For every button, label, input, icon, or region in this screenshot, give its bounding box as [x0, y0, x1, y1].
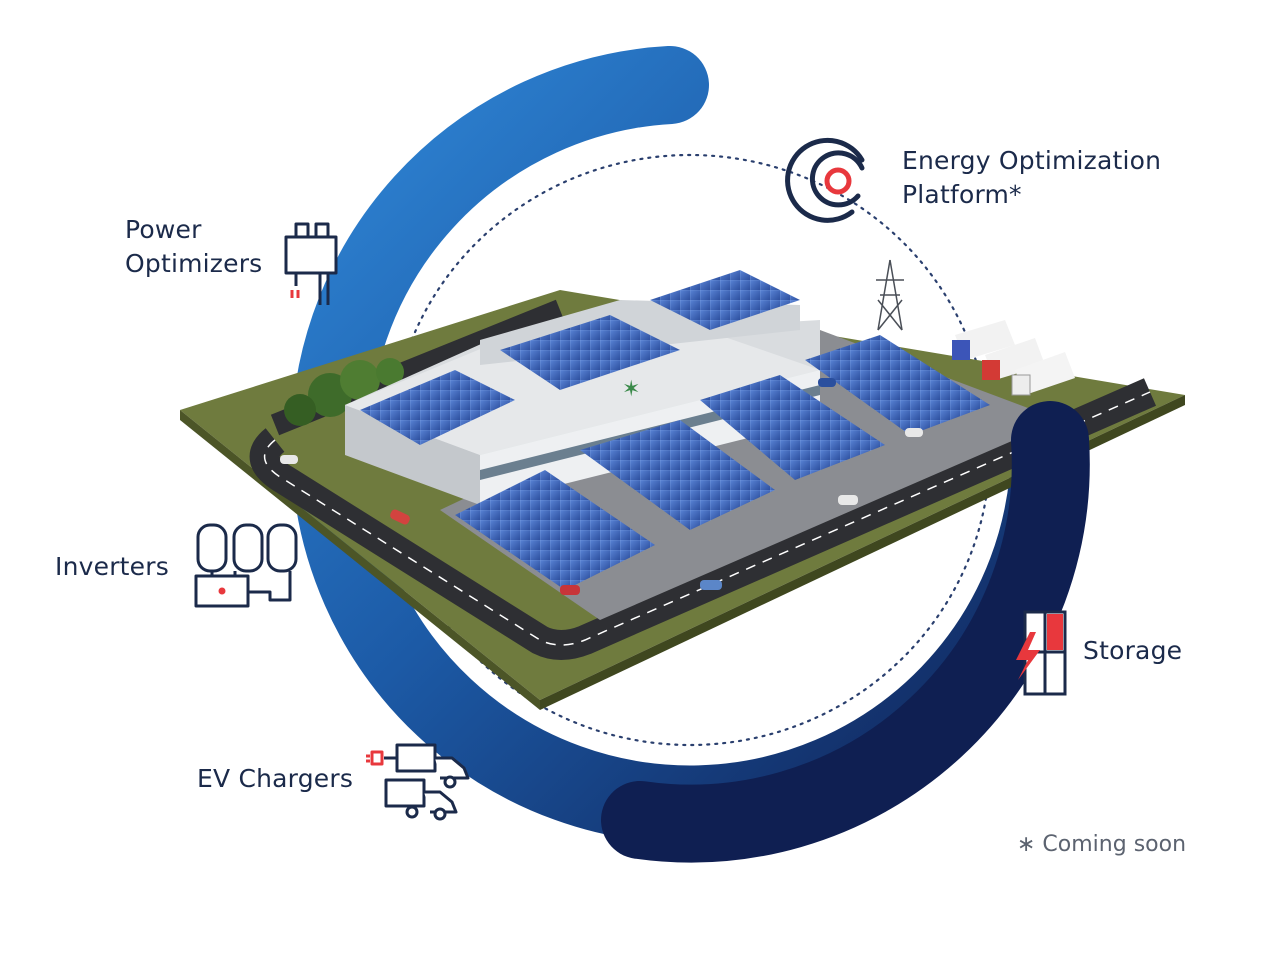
energy-platform-label: Energy Optimization Platform*: [902, 144, 1161, 212]
target-icon: [785, 137, 865, 223]
carport-1: [455, 470, 655, 590]
carport-2: [580, 420, 775, 530]
power-pylon: [876, 259, 904, 331]
carport-3: [700, 375, 885, 480]
storage-arc-segment: [601, 401, 1090, 863]
ev-chargers-label: EV Chargers: [197, 762, 353, 796]
road: [249, 378, 1157, 660]
trees: [284, 358, 404, 426]
coming-soon-footnote: ∗ Coming soon: [1017, 832, 1187, 857]
trucks: [952, 320, 1075, 396]
storage-label-text: Storage: [1083, 636, 1183, 665]
svg-text:✶: ✶: [622, 377, 640, 402]
ev-chargers-label-text: EV Chargers: [197, 764, 354, 793]
power-optimizers-label-line2: Optimizers: [125, 249, 263, 278]
carport-4: [805, 335, 990, 435]
battery-storage-icon: [1016, 610, 1067, 696]
storage-label: Storage: [1083, 634, 1182, 668]
inverters-icon: [194, 523, 298, 608]
power-optimizer-icon: [284, 222, 338, 305]
cars: [280, 378, 923, 595]
ev-charger-icon: [366, 743, 470, 821]
power-optimizers-label: Power Optimizers: [125, 213, 262, 281]
carports: [455, 335, 990, 590]
power-optimizers-label-line1: Power: [125, 215, 202, 244]
inverters-label: Inverters: [55, 550, 169, 584]
energy-platform-label-line2: Platform*: [902, 180, 1022, 209]
inverters-label-text: Inverters: [55, 552, 169, 581]
energy-platform-label-line1: Energy Optimization: [902, 146, 1162, 175]
